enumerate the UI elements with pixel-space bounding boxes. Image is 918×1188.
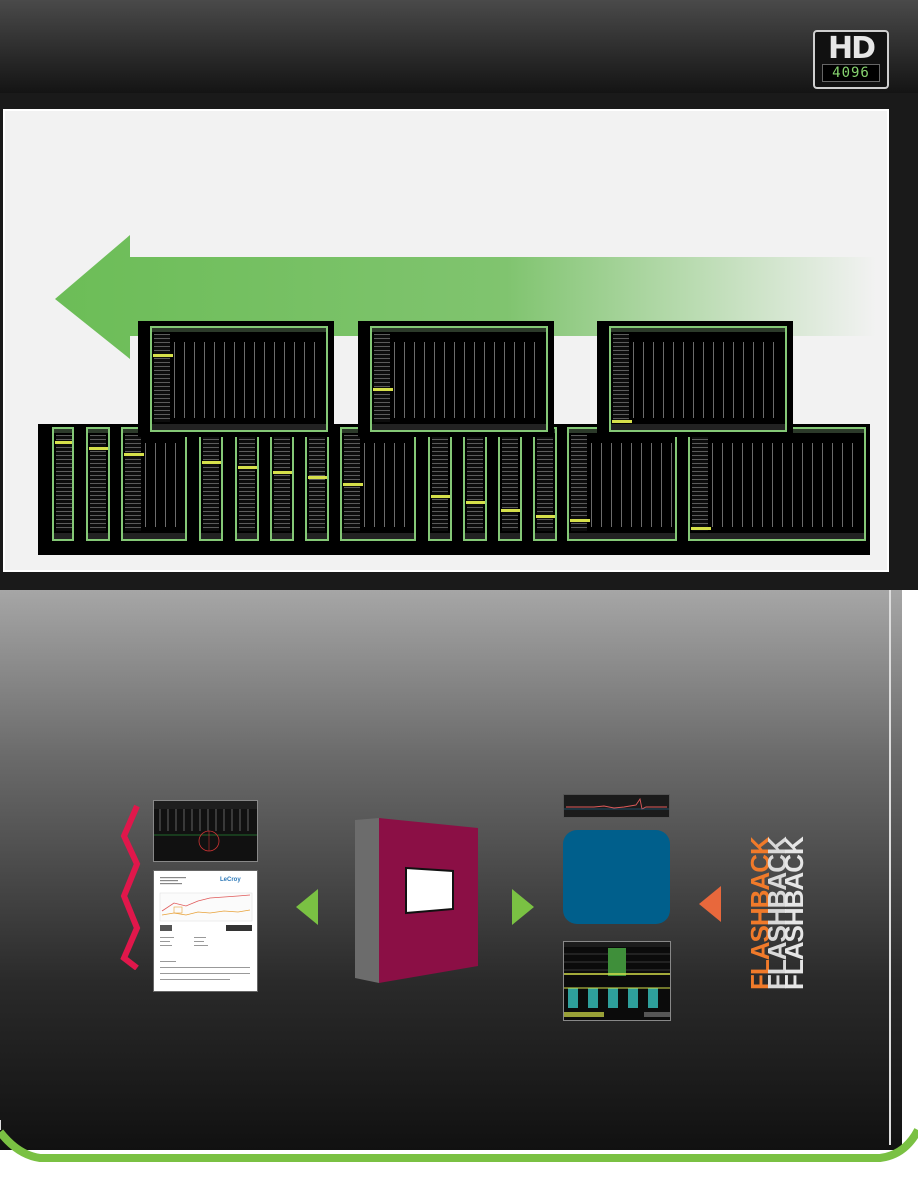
report-brand-logo: LeCroy: [220, 877, 241, 883]
acquisition-strip: [38, 424, 870, 555]
report-thumbnail: LeCroy: [153, 870, 258, 992]
history-thumbnail[interactable]: [428, 427, 452, 541]
flashback-recall-box: [563, 830, 670, 924]
lab-notebook-book-icon: [355, 818, 478, 983]
history-thumbnail-large[interactable]: [597, 321, 793, 437]
flashback-text: FLASHBACK: [779, 837, 809, 990]
history-thumbnail[interactable]: [86, 427, 110, 541]
triangle-left-icon: [296, 889, 318, 925]
hd-logo-number: 4096: [822, 64, 880, 82]
hd-4096-logo: HD 4096: [813, 30, 889, 89]
waveform-screenshot-thumbnail: [153, 800, 258, 862]
history-thumbnail[interactable]: [533, 427, 557, 541]
history-thumbnail[interactable]: [199, 427, 223, 541]
history-thumbnail[interactable]: [121, 427, 187, 541]
right-border: [889, 590, 891, 1145]
history-thumbnail[interactable]: [305, 427, 329, 541]
header-bar: [0, 0, 918, 93]
history-thumbnail[interactable]: [270, 427, 294, 541]
history-thumbnail-large[interactable]: [138, 321, 334, 437]
history-thumbnail[interactable]: [463, 427, 487, 541]
history-thumbnail[interactable]: [340, 427, 416, 541]
history-thumbnail[interactable]: [235, 427, 259, 541]
bottom-curve-decoration: [0, 1120, 918, 1162]
waveform-strip-thumbnail: [563, 794, 670, 818]
history-thumbnail[interactable]: [498, 427, 522, 541]
history-thumbnail-large[interactable]: [358, 321, 554, 437]
history-thumbnail-latest[interactable]: [688, 427, 866, 541]
flashback-scope-thumbnail: [563, 941, 671, 1021]
jagged-edge-icon: [120, 804, 141, 970]
hd-logo-letters: HD: [827, 31, 876, 66]
history-thumbnail[interactable]: [567, 427, 677, 541]
triangle-right-icon: [512, 889, 534, 925]
history-thumbnail[interactable]: [52, 427, 74, 541]
triangle-left-orange-icon: [699, 886, 721, 922]
